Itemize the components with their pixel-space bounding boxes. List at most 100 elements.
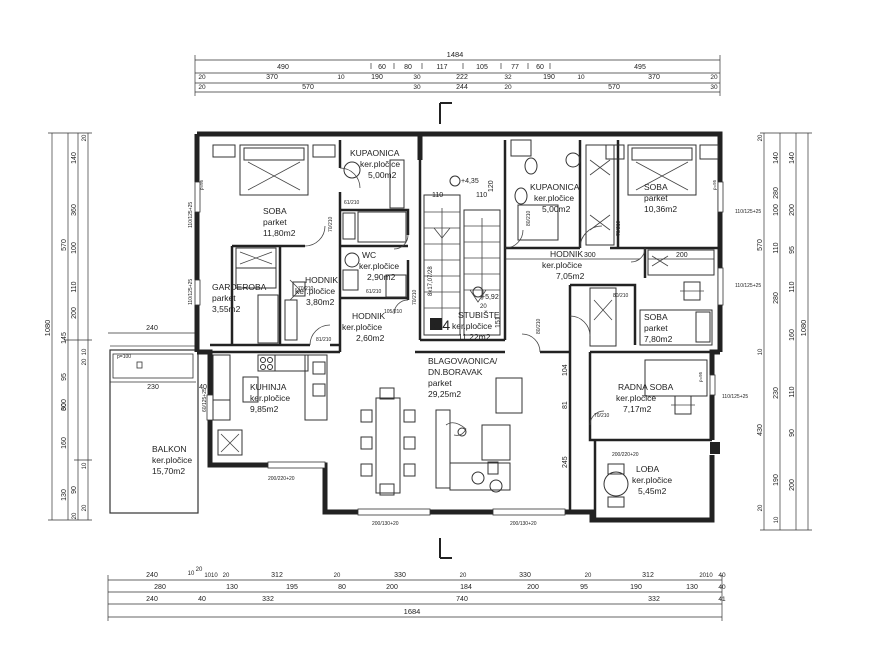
room-kupaonica-1: KUPAONICA ker.pločice 5,00m2 xyxy=(350,148,400,180)
top-dim-r3-2: 30 xyxy=(413,84,421,91)
right-dim-mid-4: 160 xyxy=(789,329,796,341)
room-balkon-area: 15,70m2 xyxy=(152,466,185,476)
room-soba-1-area: 11,80m2 xyxy=(263,228,296,238)
room-stubiste: STUBIŠTE ker.pločice 11,22m2 xyxy=(452,310,500,342)
right-dim-outer-1: 430 xyxy=(757,424,764,436)
left-dim-small-4: 20 xyxy=(82,504,88,511)
room-soba-3-name: SOBA xyxy=(644,312,668,322)
top-dim-r2-10: 20 xyxy=(710,74,718,81)
bottom-dim-r1-12: 2010 xyxy=(699,573,713,579)
left-dim-small-1: 10 xyxy=(82,348,88,355)
balkon: 240 230 40 p=100 xyxy=(108,325,207,514)
room-kupaonica-1-area: 5,00m2 xyxy=(368,170,397,180)
room-kupaonica-1-name: KUPAONICA xyxy=(350,148,400,158)
right-dim-inner-5: 110 xyxy=(789,386,796,397)
level-up: +4,35 xyxy=(461,178,479,185)
room-garderoba-name: GARDEROBA xyxy=(212,282,267,292)
window-w2: 200/130+20 xyxy=(372,521,399,527)
bottom-dim-r1-7: 330 xyxy=(394,572,406,579)
room-balkon-floor: ker.pločice xyxy=(152,455,192,465)
bottom-dim-r1-5: 312 xyxy=(271,572,283,579)
bottom-dim-r2-3: 80 xyxy=(338,584,346,591)
left-dim-mid-10: 90 xyxy=(71,486,78,494)
bottom-dim-r1-1: 10 xyxy=(188,571,195,577)
right-dim-inner-2: 110 xyxy=(773,242,780,253)
room-radna-soba-floor: ker.pločice xyxy=(616,393,656,403)
top-dimensions: 1484 490 60 80 117 105 77 60 495 20 370 … xyxy=(194,50,721,96)
room-wc-area: 2,90m2 xyxy=(367,272,396,282)
top-dim-r1-3: 117 xyxy=(436,64,447,71)
room-soba-2-area: 10,36m2 xyxy=(644,204,677,214)
right-dim-total: 1080 xyxy=(799,320,808,337)
top-dim-r1-2: 80 xyxy=(404,64,412,71)
window-w12: p=95 xyxy=(712,179,717,190)
door-d3: 61/210 xyxy=(366,289,382,295)
balkon-230: 230 xyxy=(147,384,159,391)
stairs-steps: 8x17,07/28 xyxy=(428,266,434,296)
right-dim-outer-0: 570 xyxy=(757,239,764,251)
top-dim-r3-3: 244 xyxy=(456,84,468,91)
room-hodnik-1-area: 3,80m2 xyxy=(306,297,335,307)
room-kupaonica-2-area: 5,00m2 xyxy=(542,204,571,214)
room-garderoba: GARDEROBA parket 3,55m2 xyxy=(212,282,267,314)
right-dim-small-0: 20 xyxy=(758,134,764,141)
bottom-dim-r1-10: 20 xyxy=(585,573,592,579)
room-hodnik-2-name: HODNIK xyxy=(352,311,385,321)
right-dim-outer-2: 200 xyxy=(789,479,796,491)
bottom-dim-r1-6: 20 xyxy=(334,573,341,579)
room-stubiste-floor: ker.pločice xyxy=(452,321,492,331)
room-blagovaonica-name2: DN.BORAVAK xyxy=(428,367,483,377)
right-dim-inner-4: 95 xyxy=(789,246,796,254)
room-balkon-name: BALKON xyxy=(152,444,187,454)
window-w8: 60/125+25 xyxy=(202,388,208,412)
door-d7: 70/210 xyxy=(616,220,622,236)
left-dim-total: 1080 xyxy=(43,320,52,337)
bottom-dim-r2-6: 200 xyxy=(527,584,539,591)
left-dim-small-2: 20 xyxy=(82,358,88,365)
room-hodnik-3: HODNIK ker.pločice 7,05m2 xyxy=(542,249,585,281)
dim-104: 104 xyxy=(562,364,569,376)
room-soba-2: SOBA parket 10,36m2 xyxy=(644,182,677,214)
top-dim-r1-1: 60 xyxy=(378,64,386,71)
room-soba-1: SOBA parket 11,80m2 xyxy=(263,206,296,238)
left-dim-mid-8: 160 xyxy=(61,437,68,449)
room-hodnik-1: HODNIK ker.pločice 3,80m2 xyxy=(295,275,338,307)
room-radna-soba-area: 7,17m2 xyxy=(623,404,652,414)
right-dimensions: 1080 570 430 200 140 280 110 280 160 230… xyxy=(757,132,812,531)
room-kuhinja-area: 9,85m2 xyxy=(250,404,279,414)
window-w9: 110/125+25 xyxy=(735,283,761,289)
room-wc-floor: ker.pločice xyxy=(359,261,399,271)
bottom-dim-r2-5: 184 xyxy=(460,584,472,591)
room-blagovaonica-name1: BLAGOVAONICA/ xyxy=(428,356,498,366)
top-dim-r2-9: 370 xyxy=(648,74,660,81)
right-dim-mid-2: 110 xyxy=(789,281,796,292)
top-dim-r1-0: 490 xyxy=(277,64,289,71)
bottom-dim-r1-4: 20 xyxy=(223,573,230,579)
room-hodnik-1-name: HODNIK xyxy=(305,275,338,285)
window-w7: 110/125+25 xyxy=(735,209,761,215)
room-hodnik-1-floor: ker.pločice xyxy=(295,286,335,296)
left-dim-mid-9: 130 xyxy=(61,489,68,501)
window-w10: 110/125+25 xyxy=(722,394,748,400)
window-w13: p=95 xyxy=(698,371,703,382)
furniture xyxy=(212,139,720,508)
right-dim-inner-1: 100 xyxy=(773,204,780,216)
door-d2: 70/210 xyxy=(328,216,334,232)
doors: 61/210 70/210 61/210 70/210 81/210 80/21… xyxy=(298,167,646,426)
balkon-240: 240 xyxy=(146,325,158,332)
door-d11: 70/210 xyxy=(412,289,418,305)
bottom-dim-r3-0: 240 xyxy=(146,596,158,603)
top-dim-r3-0: 20 xyxy=(198,84,206,91)
top-dim-r2-7: 190 xyxy=(543,74,555,81)
windows: 200/220+20 200/130+20 200/130+20 200/220… xyxy=(188,179,761,527)
door-d8: 80/210 xyxy=(613,293,629,299)
room-soba-1-name: SOBA xyxy=(263,206,287,216)
right-dim-small-3: 10 xyxy=(774,516,780,523)
left-dim-mid-2: 100 xyxy=(71,242,78,254)
room-garderoba-area: 3,55m2 xyxy=(212,304,241,314)
top-dim-r1-7: 495 xyxy=(634,64,646,71)
room-hodnik-2-floor: ker.pločice xyxy=(342,322,382,332)
stairs-width: 120 xyxy=(488,180,495,192)
bottom-dim-r3-4: 332 xyxy=(648,596,660,603)
